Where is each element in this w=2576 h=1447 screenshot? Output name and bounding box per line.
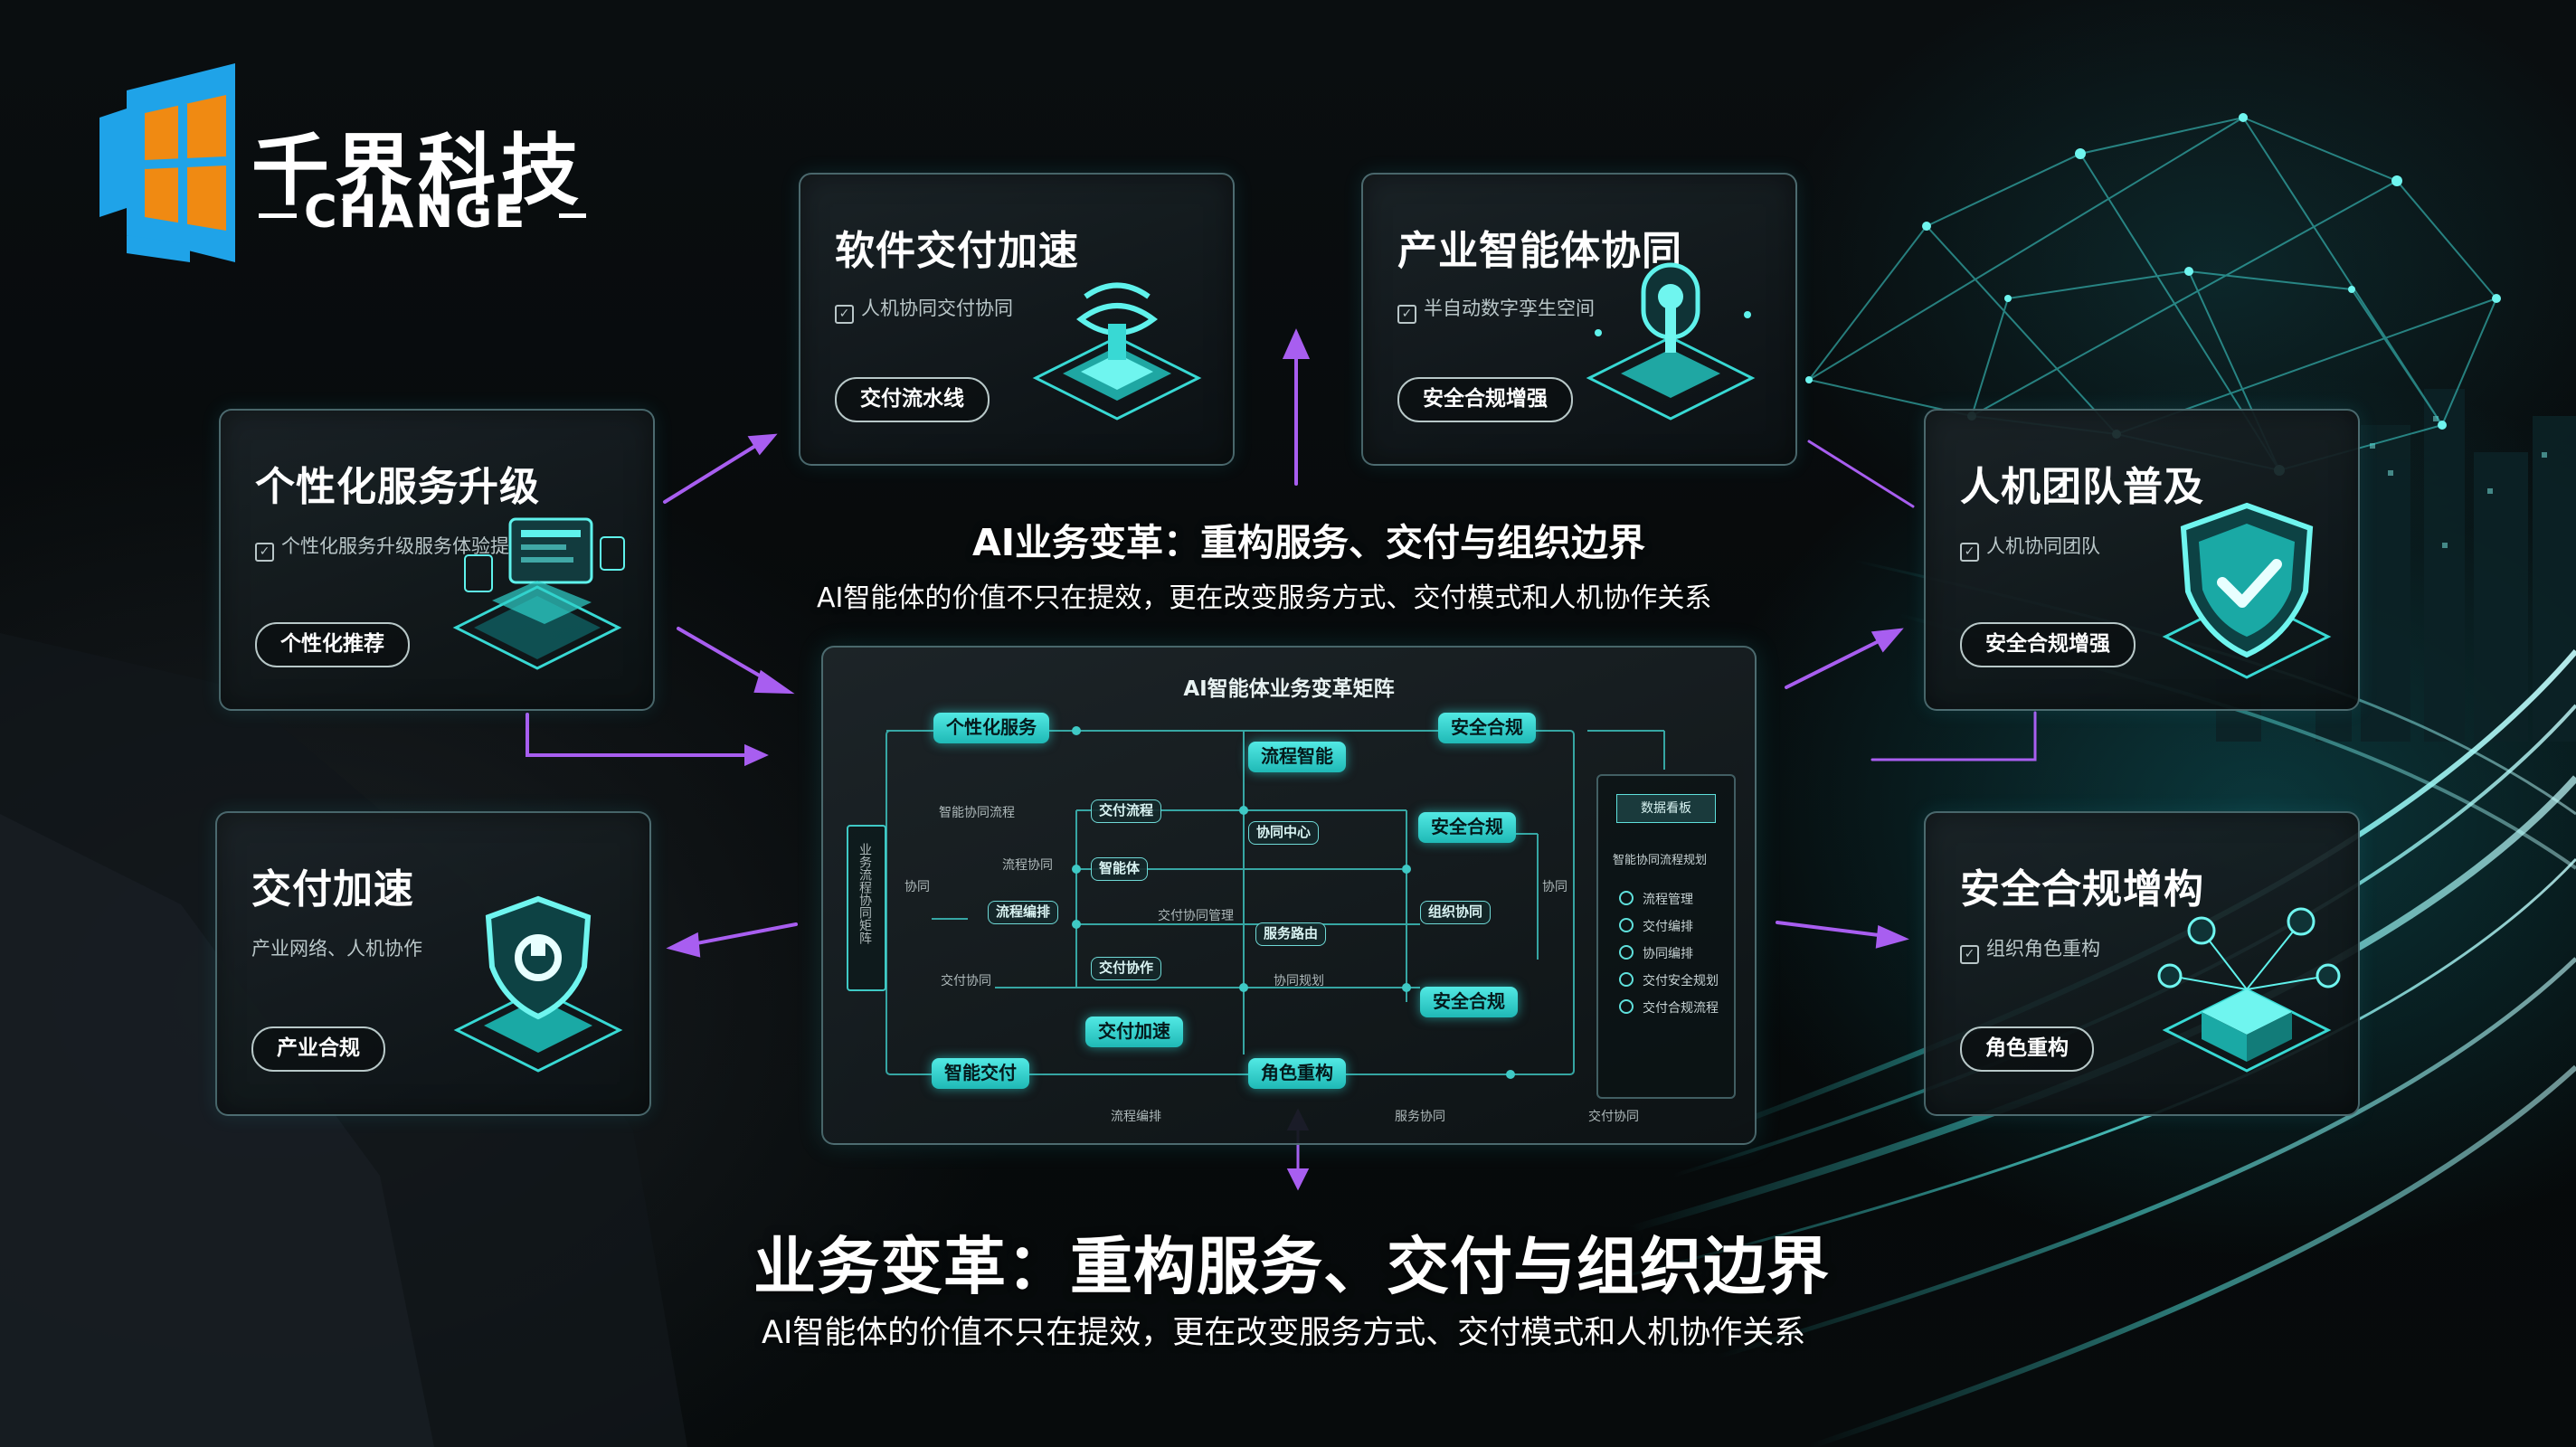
side-panel-title: 数据看板 [1616, 794, 1716, 823]
card-personalized[interactable]: 个性化服务升级 ✓个性化服务升级服务体验提升 个性化推荐 [219, 409, 655, 711]
label-b3: 交付协同 [1588, 1110, 1639, 1124]
logo-bar-right [559, 213, 586, 218]
label-l4: 交付协同管理 [1158, 909, 1234, 923]
gear-icon [1619, 891, 1634, 905]
card-title: 个性化服务升级 [255, 464, 540, 510]
logo-bar-left [259, 213, 297, 218]
node-bottom-left[interactable]: 智能交付 [932, 1058, 1029, 1089]
check-icon: ✓ [1960, 543, 1979, 562]
small-node-b[interactable]: 协同中心 [1248, 821, 1320, 845]
small-node-f[interactable]: 交付协作 [1091, 957, 1162, 980]
check-icon: ✓ [255, 543, 274, 562]
node-personal[interactable]: 个性化服务 [933, 713, 1049, 743]
check-icon: ✓ [835, 305, 854, 324]
small-node-d[interactable]: 流程编排 [988, 901, 1059, 924]
small-node-a[interactable]: 交付流程 [1091, 799, 1162, 823]
card-team[interactable]: 人机团队普及 ✓人机协同团队 安全合规增强 [1924, 409, 2360, 711]
card-industry[interactable]: 产业智能体协同 ✓半自动数字孪生空间 安全合规增强 [1361, 173, 1797, 466]
card-subtitle: 产业网络、人机协作 [251, 938, 422, 960]
shield-icon [453, 895, 623, 1073]
network-cube-icon [2157, 907, 2341, 1073]
gear-icon [1619, 945, 1634, 960]
label-l3: 协同 [904, 880, 930, 894]
side-item[interactable]: 交付合规流程 [1619, 998, 1719, 1017]
node-security-top[interactable]: 安全合规 [1438, 713, 1536, 743]
gear-icon [1619, 999, 1634, 1014]
card-pill[interactable]: 个性化推荐 [255, 622, 410, 667]
card-subtitle: ✓组织角色重构 [1960, 934, 2100, 964]
logo-name: 千界科技 [251, 126, 584, 216]
small-node-g[interactable]: 组织协同 [1420, 901, 1492, 924]
label-l5: 交付协同 [941, 974, 991, 988]
bottom-subtitle: AI智能体的价值不只在提效，更在改变服务方式、交付模式和人机协作关系 [762, 1315, 1806, 1351]
card-pill[interactable]: 角色重构 [1960, 1026, 2094, 1072]
card-title: 交付加速 [251, 866, 414, 913]
side-item[interactable]: 交付安全规划 [1619, 971, 1719, 989]
laptop-icon [452, 517, 625, 670]
side-item[interactable]: 协同编排 [1619, 944, 1693, 962]
card-pill[interactable]: 安全合规增强 [1397, 377, 1573, 422]
left-vertical-label: 业务流程协同矩阵 [857, 843, 872, 944]
node-center-top[interactable]: 流程智能 [1248, 742, 1346, 772]
card-subtitle: ✓人机协同交付协同 [835, 294, 1013, 324]
node-lower-center[interactable]: 交付加速 [1085, 1017, 1183, 1047]
small-node-e[interactable]: 服务路由 [1255, 922, 1327, 946]
transformation-matrix: AI智能体业务变革矩阵 [821, 646, 1757, 1145]
gear-icon [1619, 918, 1634, 932]
node-security-low[interactable]: 安全合规 [1420, 987, 1518, 1017]
side-panel-heading: 智能协同流程规划 [1613, 854, 1708, 867]
matrix-title: AI智能体业务变革矩阵 [1183, 677, 1395, 701]
side-item[interactable]: 流程管理 [1619, 890, 1693, 908]
card-title: 产业智能体协同 [1397, 228, 1682, 274]
side-item[interactable]: 交付编排 [1619, 917, 1693, 935]
label-b1: 流程编排 [1111, 1110, 1161, 1124]
logo-english: CHANGE [304, 185, 527, 238]
card-pill[interactable]: 产业合规 [251, 1026, 385, 1072]
card-pill[interactable]: 交付流水线 [835, 377, 990, 422]
label-l2: 流程协同 [1002, 858, 1053, 873]
card-subtitle: ✓个性化服务升级服务体验提升 [255, 532, 528, 562]
label-l1: 智能协同流程 [939, 806, 1015, 820]
card-software[interactable]: 软件交付加速 ✓人机协同交付协同 交付流水线 [799, 173, 1235, 466]
chip-stack-icon [1032, 282, 1202, 421]
logo-icon [99, 63, 235, 262]
card-subtitle: ✓人机协同团队 [1960, 532, 2100, 562]
card-title: 软件交付加速 [835, 228, 1079, 274]
middle-subtitle: AI智能体的价值不只在提效，更在改变服务方式、交付模式和人机协作关系 [817, 582, 1712, 614]
side-panel: 数据看板 智能协同流程规划 [1596, 774, 1736, 1099]
bulb-icon [1586, 262, 1756, 421]
label-r1: 协同 [1542, 880, 1567, 894]
card-title: 安全合规增构 [1960, 866, 2204, 913]
card-pill[interactable]: 安全合规增强 [1960, 622, 2136, 667]
node-security-mid[interactable]: 安全合规 [1418, 812, 1516, 843]
middle-title: AI业务变革：重构服务、交付与组织边界 [972, 521, 1645, 564]
shield-check-icon [2162, 502, 2332, 679]
left-vertical-panel: 业务流程协同矩阵 [847, 825, 886, 991]
label-b2: 服务协同 [1395, 1110, 1445, 1124]
small-node-c[interactable]: 智能体 [1091, 857, 1149, 881]
check-icon: ✓ [1397, 305, 1416, 324]
card-delivery[interactable]: 交付加速 产业网络、人机协作 产业合规 [215, 811, 651, 1116]
label-r2: 协同规划 [1274, 974, 1324, 988]
node-bottom-center[interactable]: 角色重构 [1248, 1058, 1346, 1089]
card-subtitle: ✓半自动数字孪生空间 [1397, 294, 1595, 324]
card-security[interactable]: 安全合规增构 ✓组织角色重构 角色重构 [1924, 811, 2360, 1116]
gear-icon [1619, 972, 1634, 987]
check-icon: ✓ [1960, 945, 1979, 964]
bottom-title: 业务变革：重构服务、交付与组织边界 [753, 1231, 1830, 1303]
card-title: 人机团队普及 [1960, 464, 2204, 510]
